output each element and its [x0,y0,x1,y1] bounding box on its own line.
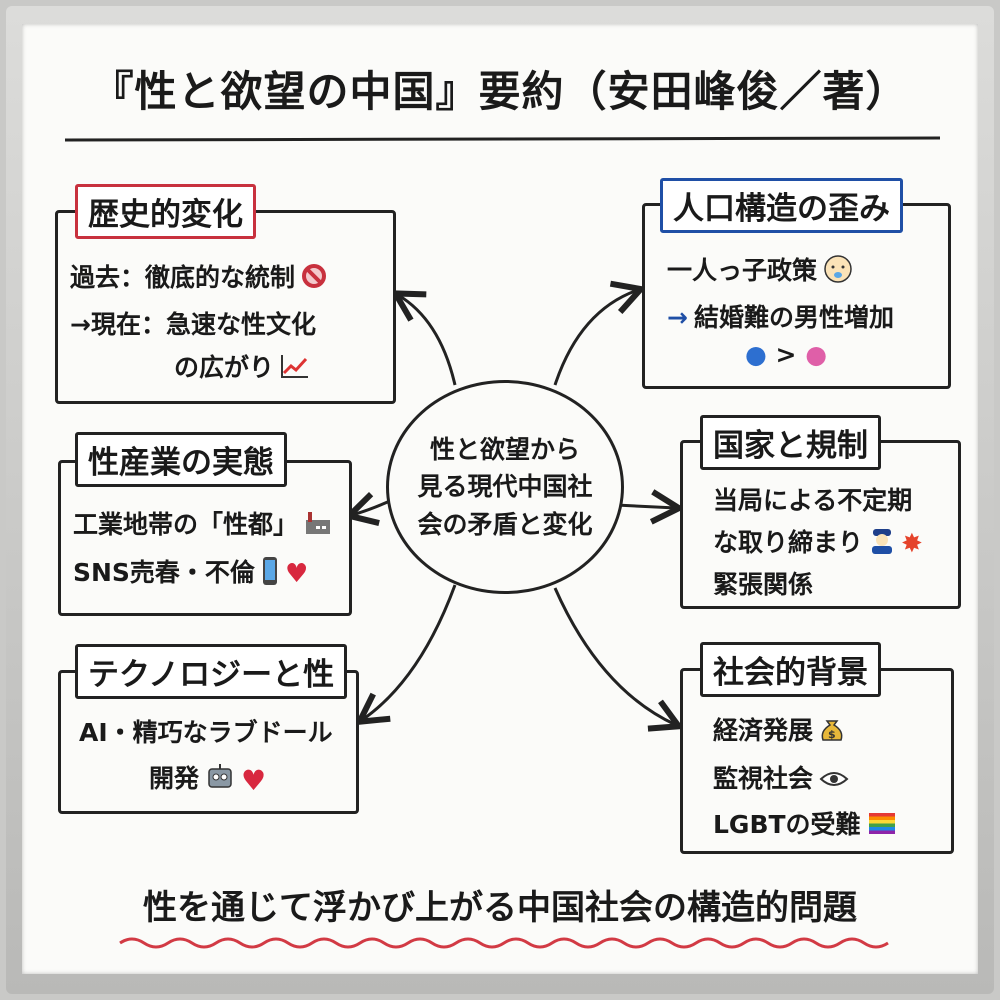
population-box: 一人っ子政策 →結婚難の男性増加 ● > ● [642,203,951,389]
factory-icon [304,510,332,542]
central-topic: 性と欲望から見る現代中国社会の矛盾と変化 [386,380,624,594]
state-line-2: な取り締まり✸ [713,527,923,561]
blue-arrow: → [667,303,688,332]
male-icon: ● [745,340,767,369]
population-label: 人口構造の歪み [660,178,903,233]
industry-line-2: SNS売春・不倫♥ [73,553,308,592]
arrow-to-industry [352,500,393,515]
history-box: 過去：徹底的な統制 →現在：急速な性文化 の広がり [55,210,396,404]
heart-icon: ♥ [241,763,267,797]
arrow-to-history [398,295,457,386]
industry-label: 性産業の実態 [75,432,287,487]
eye-icon [819,766,849,795]
society-box: 経済発展$ 監視社会 LGBTの受難 [680,668,954,854]
svg-text:$: $ [828,728,836,741]
center-line-3: 会の矛盾と変化 [417,509,593,539]
state-line-1: 当局による不定期 [713,486,913,515]
page-title: 『性と欲望の中国』要約（安田峰俊／著） [91,67,909,116]
arrow-to-society [553,587,676,725]
center-line-2: 見る現代中国社 [417,472,593,502]
society-line-1: 経済発展$ [713,711,845,749]
industry-line-1: 工業地帯の「性都」 [73,505,332,542]
history-label: 歴史的変化 [75,184,256,239]
broken-heart-icon: ♥ [284,559,309,589]
history-line-1: 過去：徹底的な統制 [70,258,327,295]
rainbow-flag-icon [867,811,897,841]
society-line-3: LGBTの受難 [713,805,897,841]
technology-line-1: AI・精巧なラブドール [79,718,333,747]
gender-comparison: ● > ● [745,340,828,369]
population-line-1: 一人っ子政策 [667,251,853,290]
police-officer-icon [869,527,895,561]
arrow-to-technology [362,584,457,720]
technology-label: テクノロジーと性 [75,644,348,699]
arrow-to-population [553,290,638,386]
wavy-underline [119,937,889,949]
smartphone-icon [261,556,279,592]
chart-increasing-icon [280,353,310,385]
state-line-3: 緊張関係 [713,570,814,599]
robot-icon [205,763,235,797]
title-underline [64,136,941,142]
arrow-to-state [615,505,676,508]
collision-icon: ✸ [901,529,923,559]
prohibited-icon [301,263,327,295]
baby-icon [823,254,853,290]
technology-line-2: 開発♥ [149,763,267,797]
state-label: 国家と規制 [700,415,881,470]
history-line-3: の広がり [174,348,310,385]
money-bag-icon: $ [819,715,845,749]
society-line-2: 監視社会 [713,759,849,795]
population-line-2: →結婚難の男性増加 [667,303,894,332]
history-line-2: →現在：急速な性文化 [70,310,316,339]
society-label: 社会的背景 [700,642,881,697]
female-icon: ● [805,340,828,369]
conclusion-text: 性を通じて浮かび上がる中国社会の構造的問題 [143,888,857,928]
center-line-1: 性と欲望から [429,434,580,464]
